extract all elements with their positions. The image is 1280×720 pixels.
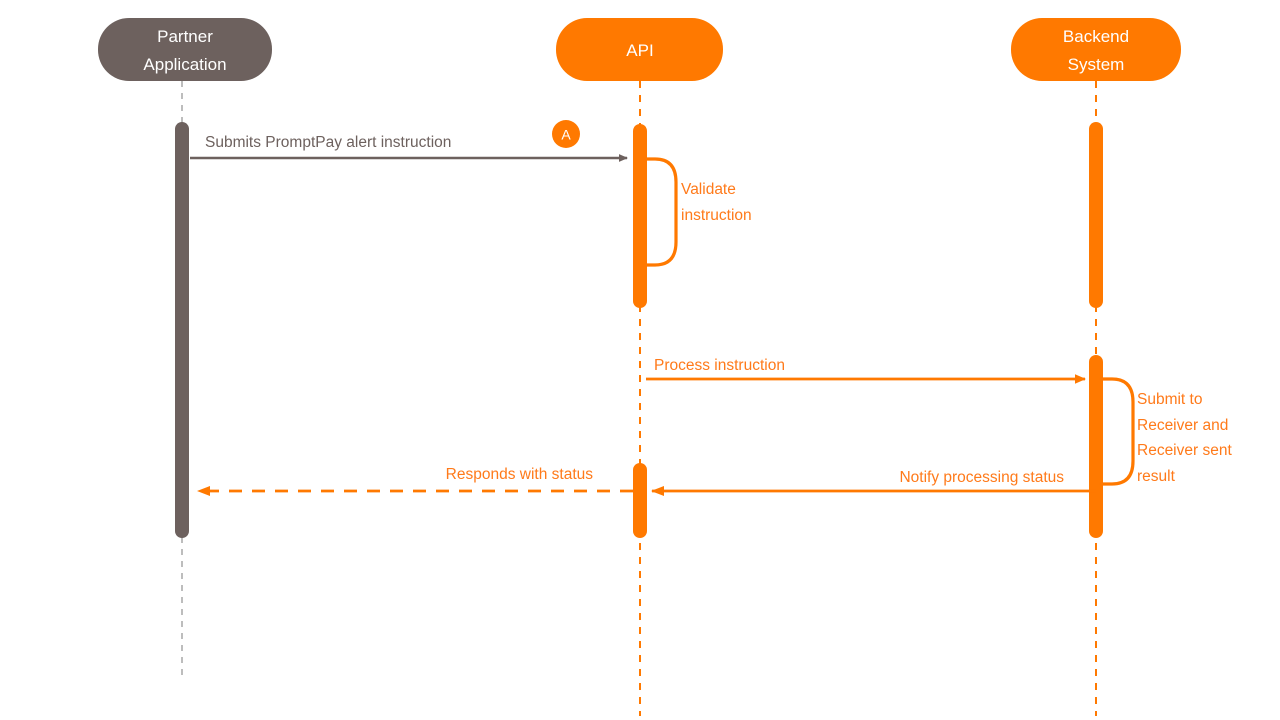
self-message-validate-instruction[interactable]: Validate instruction	[644, 157, 752, 267]
activation-bar-api-2	[633, 463, 647, 538]
self-message-label-backend-line3: Receiver sent	[1137, 442, 1232, 459]
self-message-loop-api	[644, 157, 678, 267]
actor-label-backend-line1: Backend	[1063, 27, 1129, 46]
message-label-m1: Submits PromptPay alert instruction	[205, 134, 451, 151]
badge-a-label: A	[561, 127, 571, 143]
self-message-loop-backend	[1099, 377, 1135, 486]
actor-label-backend-line2: System	[1068, 55, 1125, 74]
actor-header-backend[interactable]: Backend System	[1011, 18, 1181, 81]
self-message-label-api-line1: Validate	[681, 181, 736, 198]
actor-label-api-line1: API	[626, 41, 653, 60]
activation-bar-backend-2	[1089, 355, 1103, 538]
actor-header-partner[interactable]: Partner Application	[98, 18, 272, 81]
self-message-submit-to-receiver[interactable]: Submit to Receiver and Receiver sent res…	[1099, 377, 1232, 486]
actor-box-backend[interactable]	[1011, 18, 1181, 81]
message-label-m3: Notify processing status	[899, 469, 1064, 486]
activation-bar-api-1	[633, 124, 647, 308]
actor-box-api[interactable]	[556, 18, 723, 81]
badge-a-circle[interactable]	[552, 120, 580, 148]
actor-label-partner-line1: Partner	[157, 27, 213, 46]
message-notify-processing-status[interactable]: Notify processing status	[651, 469, 1096, 496]
self-message-label-backend-line4: result	[1137, 468, 1176, 485]
message-responds-with-status[interactable]: Responds with status	[197, 466, 633, 496]
message-label-m2: Process instruction	[654, 357, 785, 374]
actor-label-partner-line2: Application	[143, 55, 226, 74]
message-label-m4: Responds with status	[446, 466, 594, 483]
self-message-label-backend-line1: Submit to	[1137, 391, 1202, 408]
self-message-label-backend-line2: Receiver and	[1137, 417, 1228, 434]
self-message-label-api-line2: instruction	[681, 207, 752, 224]
activation-bar-partner	[175, 122, 189, 538]
actor-header-api[interactable]: API	[556, 18, 723, 81]
badge-a[interactable]: A	[552, 120, 580, 148]
message-process-instruction[interactable]: Process instruction	[646, 357, 1086, 384]
message-submits-promptpay-alert-instruction[interactable]: Submits PromptPay alert instruction	[190, 134, 628, 162]
activation-bar-backend-1	[1089, 122, 1103, 308]
actor-box-partner[interactable]	[98, 18, 272, 81]
